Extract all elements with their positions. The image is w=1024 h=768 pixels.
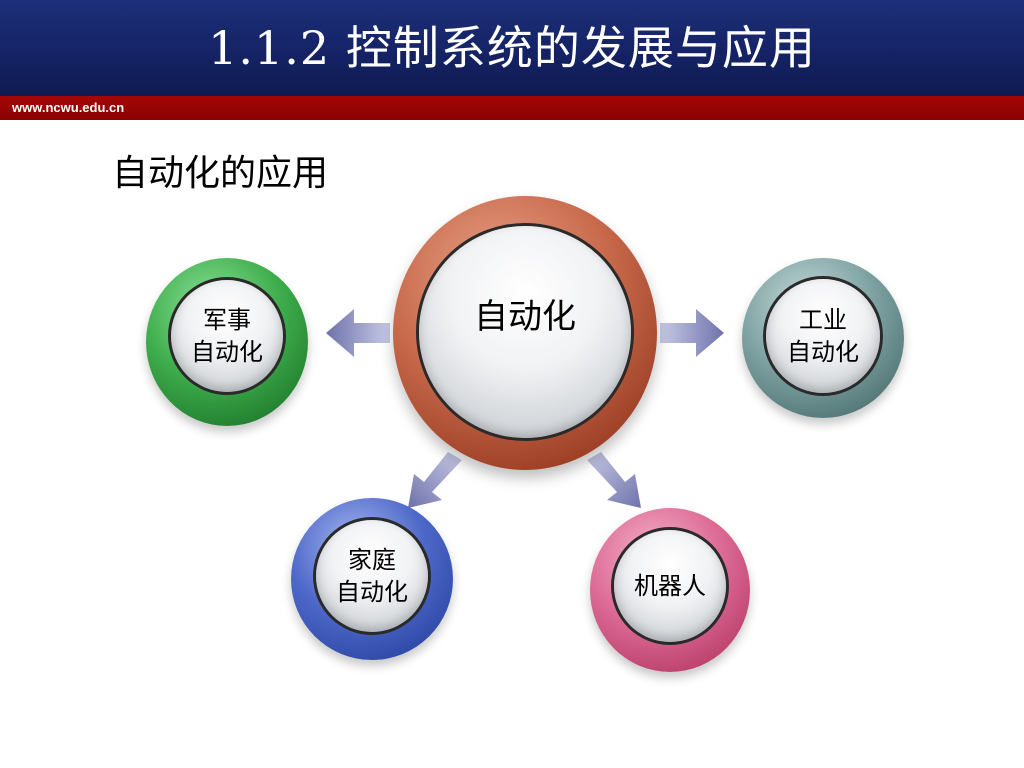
header-bar: 1.1.2 控制系统的发展与应用 <box>0 0 1024 96</box>
node-home-line1: 家庭 <box>348 546 396 574</box>
node-robot-label: 机器人 <box>634 572 706 600</box>
page-title: 1.1.2 控制系统的发展与应用 <box>208 21 816 75</box>
node-military-automation: 军事 自动化 <box>146 258 308 426</box>
arrow-left-icon <box>326 309 390 357</box>
site-url: www.ncwu.edu.cn <box>12 100 125 115</box>
url-bar: www.ncwu.edu.cn <box>0 96 1024 120</box>
node-industrial-line1: 工业 <box>799 306 847 334</box>
node-robot: 机器人 <box>590 508 750 672</box>
center-node-automation: 自动化 <box>393 196 657 470</box>
node-military-line1: 军事 <box>203 306 251 334</box>
arrow-down-left-icon <box>408 452 462 508</box>
arrow-down-right-icon <box>587 452 641 508</box>
node-military-line2: 自动化 <box>191 338 263 366</box>
node-industrial-automation: 工业 自动化 <box>742 258 904 418</box>
node-home-line2: 自动化 <box>336 578 408 606</box>
arrow-right-icon <box>660 309 724 357</box>
node-industrial-line2: 自动化 <box>787 338 859 366</box>
section-subtitle: 自动化的应用 <box>112 153 329 194</box>
node-home-automation: 家庭 自动化 <box>291 498 453 660</box>
center-node-label: 自动化 <box>474 297 576 337</box>
